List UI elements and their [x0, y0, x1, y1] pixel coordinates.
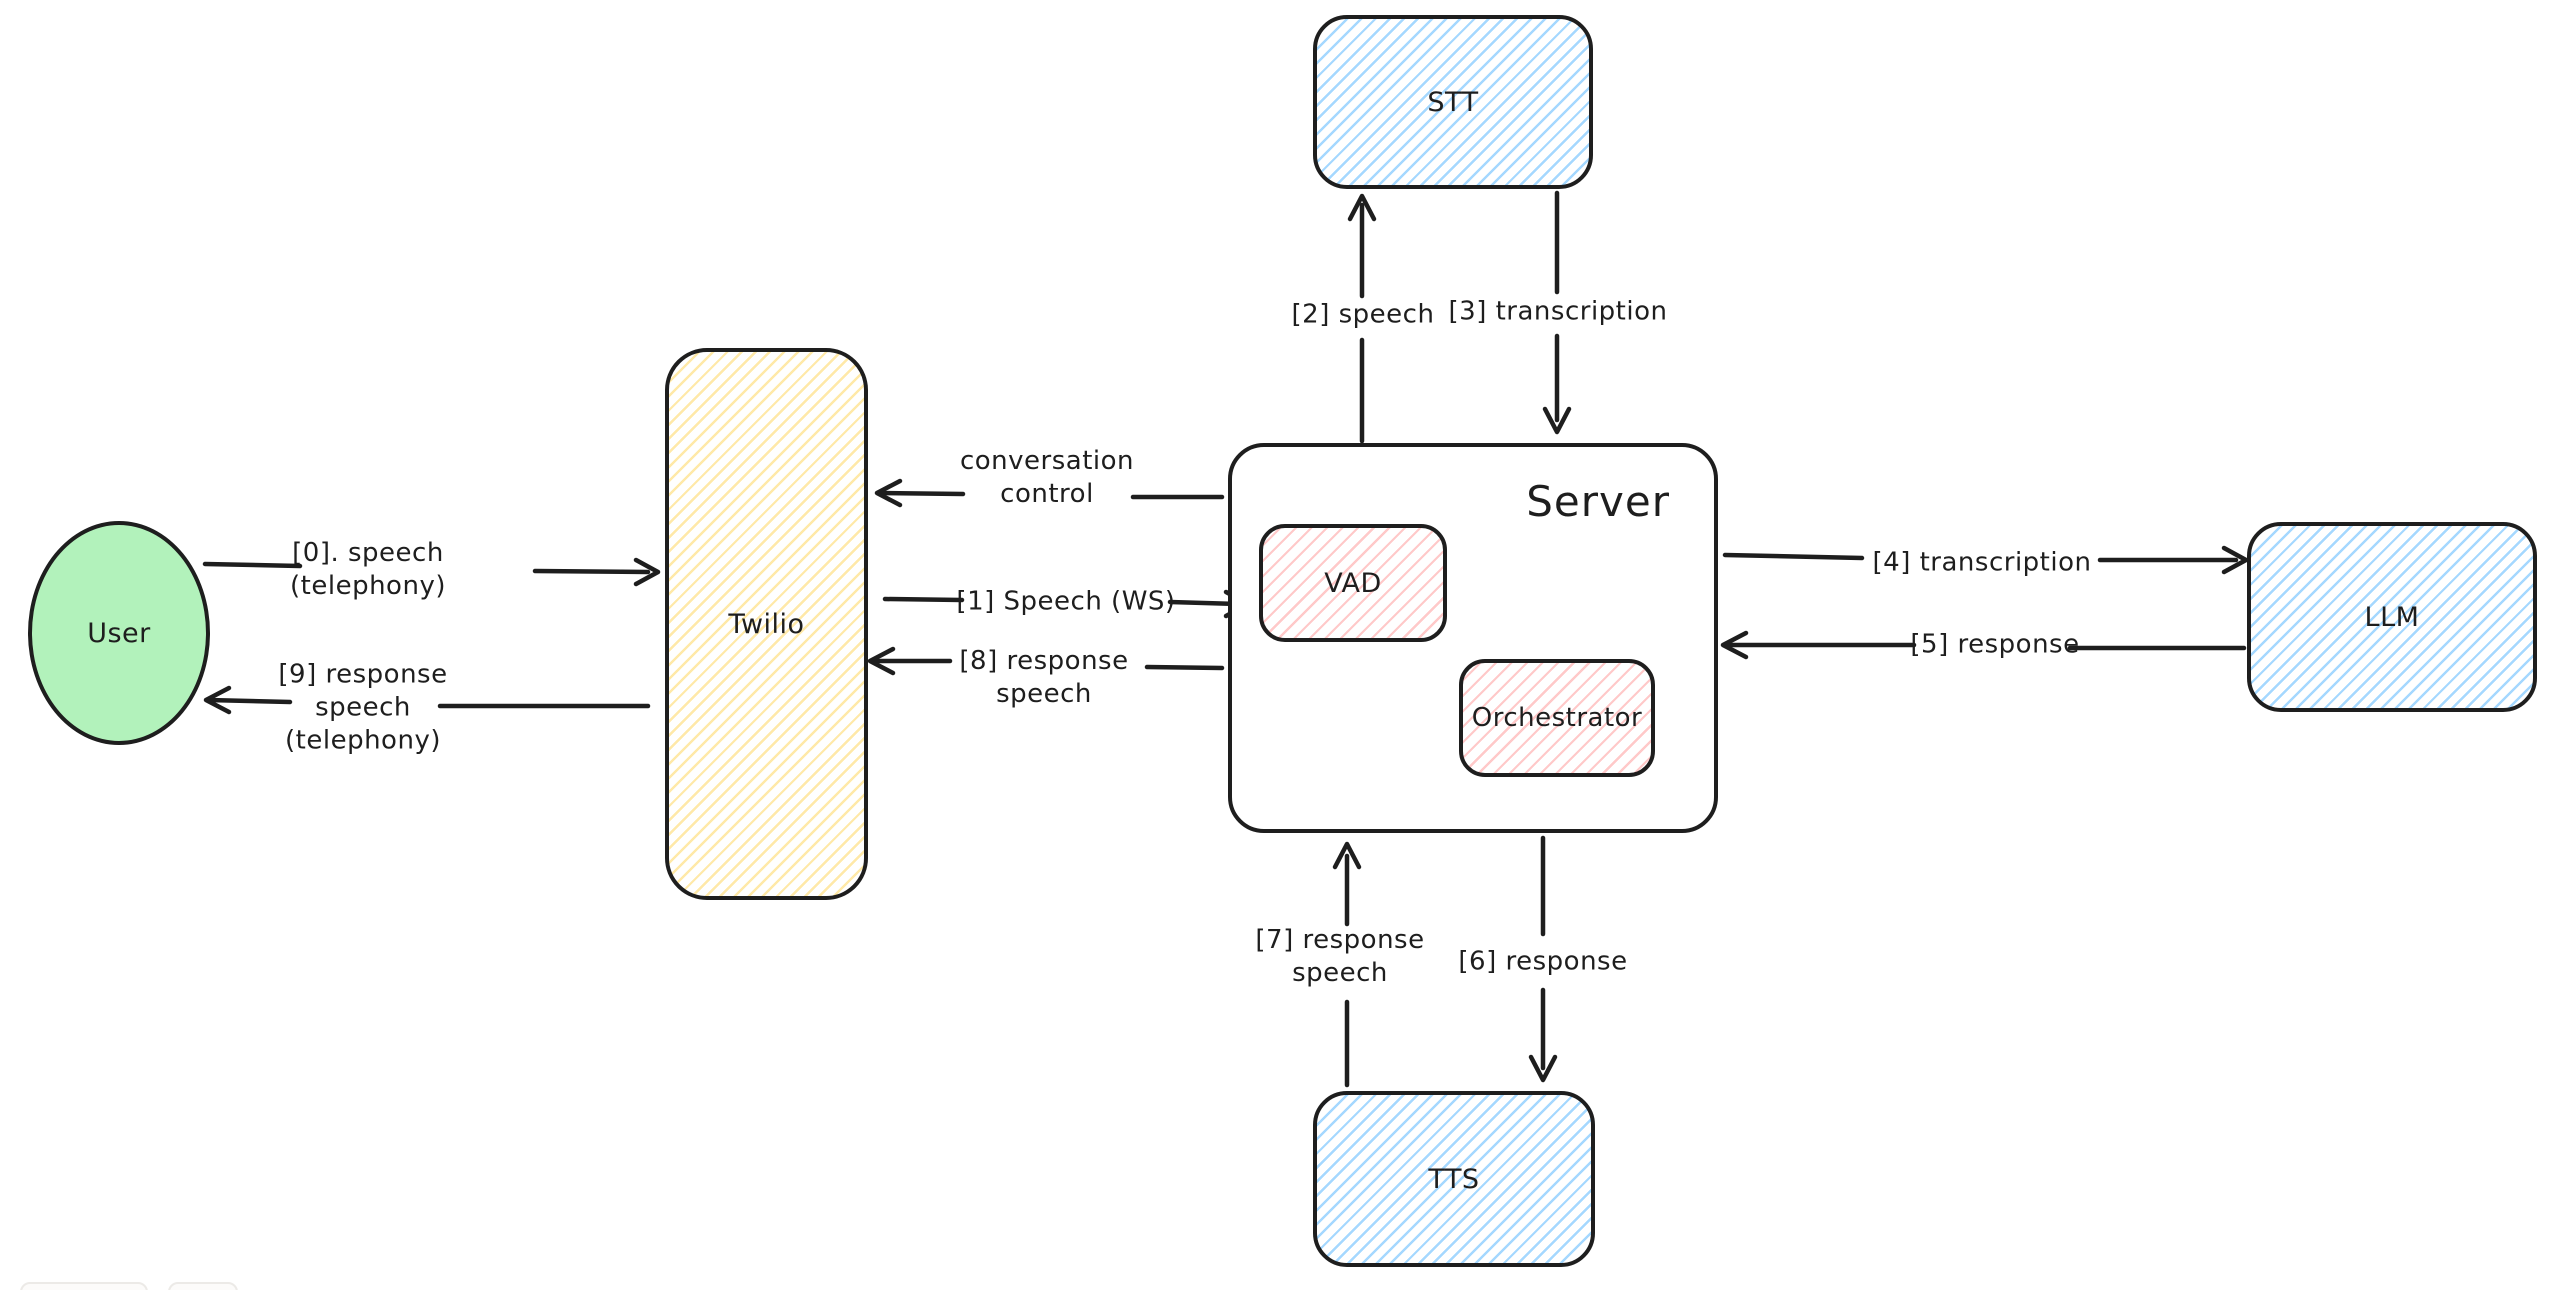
node-orchestrator[interactable]: Orchestrator — [1459, 659, 1655, 777]
node-vad-label: VAD — [1324, 567, 1382, 599]
node-orchestrator-label: Orchestrator — [1471, 703, 1643, 733]
node-llm[interactable]: LLM — [2247, 522, 2537, 712]
node-twilio[interactable]: Twilio — [665, 348, 868, 900]
edge-label-server-to-stt: [2] speech — [1291, 299, 1435, 330]
node-tts[interactable]: TTS — [1313, 1091, 1595, 1267]
edge-label-user-to-twilio: [0]. speech (telephony) — [290, 537, 446, 601]
node-tts-label: TTS — [1428, 1163, 1480, 1195]
node-server-label: Server — [1526, 477, 1670, 526]
edge-label-server-to-tts: [6] response — [1458, 946, 1628, 977]
node-llm-label: LLM — [2364, 601, 2420, 633]
edge-label-llm-to-server: [5] response — [1910, 629, 2080, 660]
node-server[interactable]: Server VAD Orchestrator — [1228, 443, 1718, 833]
edge-label-twilio-to-user: [9] response speech (telephony) — [278, 659, 448, 756]
node-user-label: User — [87, 617, 151, 649]
arrow-tts-to-server[interactable] — [1332, 841, 1362, 1088]
arrow-twilio-to-user[interactable] — [203, 685, 651, 715]
undo-redo-island[interactable] — [168, 1282, 238, 1290]
edge-label-twilio-to-server: [1] Speech (WS) — [956, 586, 1176, 617]
arrow-server-to-twilio-speech[interactable] — [867, 646, 1225, 676]
arrow-server-to-stt[interactable] — [1347, 193, 1377, 444]
arrow-server-to-llm[interactable] — [1722, 545, 2249, 575]
node-stt[interactable]: STT — [1313, 15, 1593, 189]
arrow-llm-to-server[interactable] — [1720, 630, 2247, 660]
edge-label-server-to-llm: [4] transcription — [1872, 547, 2092, 578]
edge-label-conversation-control: conversation control — [959, 445, 1135, 509]
edge-label-tts-to-server: [7] response speech — [1255, 924, 1425, 988]
edge-label-stt-to-server: [3] transcription — [1448, 296, 1668, 327]
arrow-server-to-twilio-control[interactable] — [874, 478, 1225, 508]
zoom-controls-island[interactable] — [20, 1282, 148, 1290]
edge-label-server-to-twilio-speech: [8] response speech — [959, 645, 1129, 709]
node-user[interactable]: User — [28, 521, 210, 745]
arrow-user-to-twilio[interactable] — [202, 557, 661, 587]
arrow-server-to-tts[interactable] — [1528, 835, 1558, 1083]
node-twilio-label: Twilio — [728, 608, 805, 640]
node-vad[interactable]: VAD — [1259, 524, 1447, 642]
arrow-stt-to-server[interactable] — [1542, 190, 1572, 435]
node-stt-label: STT — [1427, 86, 1479, 118]
